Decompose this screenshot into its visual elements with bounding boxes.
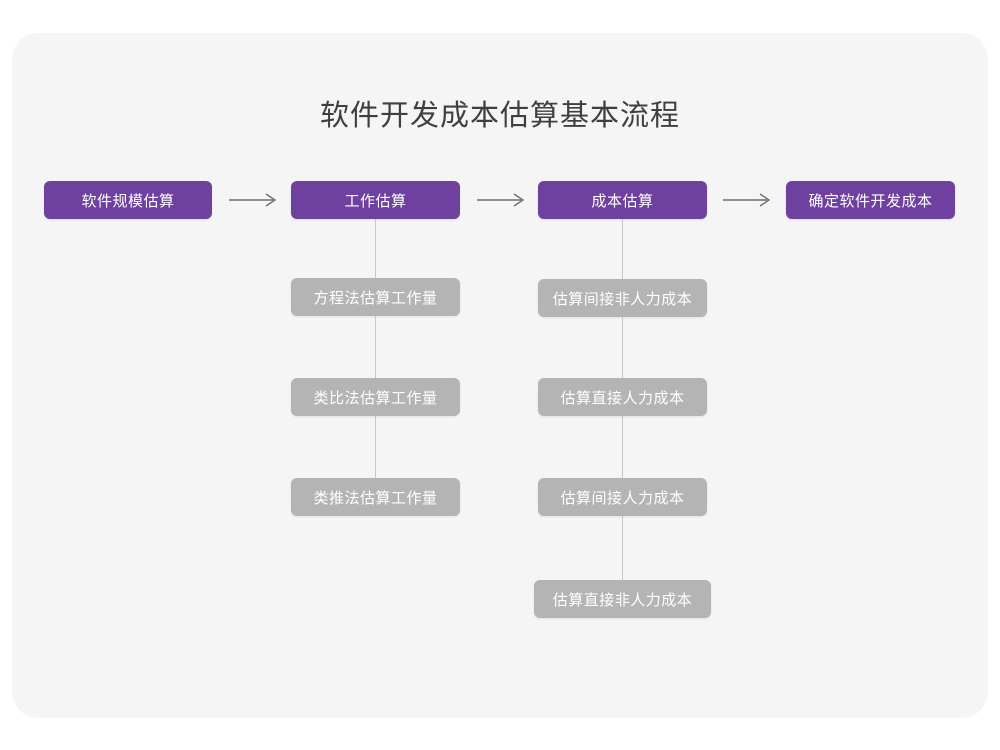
arrow-right-icon-2: [476, 189, 528, 211]
substep-node-equation-method-workload[interactable]: 方程法估算工作量: [291, 278, 460, 316]
stage-node-software-scale-estimation[interactable]: 软件规模估算: [44, 181, 212, 219]
stage-node-determine-development-cost[interactable]: 确定软件开发成本: [786, 181, 955, 219]
stage-node-work-estimation[interactable]: 工作估算: [291, 181, 460, 219]
substep-node-inference-method-workload[interactable]: 类推法估算工作量: [291, 478, 460, 516]
connector-line-stage3-1: [622, 219, 623, 279]
substep-node-direct-labor-cost[interactable]: 估算直接人力成本: [538, 378, 707, 416]
substep-node-analogy-method-workload[interactable]: 类比法估算工作量: [291, 378, 460, 416]
substep-node-indirect-nonlabor-cost[interactable]: 估算间接非人力成本: [538, 279, 707, 317]
arrow-right-icon-1: [228, 189, 280, 211]
substep-node-indirect-labor-cost[interactable]: 估算间接人力成本: [538, 478, 707, 516]
connector-line-stage2-2: [375, 315, 376, 397]
connector-line-stage2-1: [375, 219, 376, 297]
diagram-canvas: [12, 33, 988, 718]
connector-line-stage3-2: [622, 316, 623, 378]
substep-node-direct-nonlabor-cost[interactable]: 估算直接非人力成本: [534, 580, 711, 618]
connector-line-stage2-3: [375, 415, 376, 497]
page-title: 软件开发成本估算基本流程: [319, 100, 680, 132]
stage-node-cost-estimation[interactable]: 成本估算: [538, 181, 707, 219]
connector-line-stage3-3: [622, 416, 623, 478]
arrow-right-icon-3: [722, 189, 774, 211]
connector-line-stage3-4: [622, 516, 623, 580]
